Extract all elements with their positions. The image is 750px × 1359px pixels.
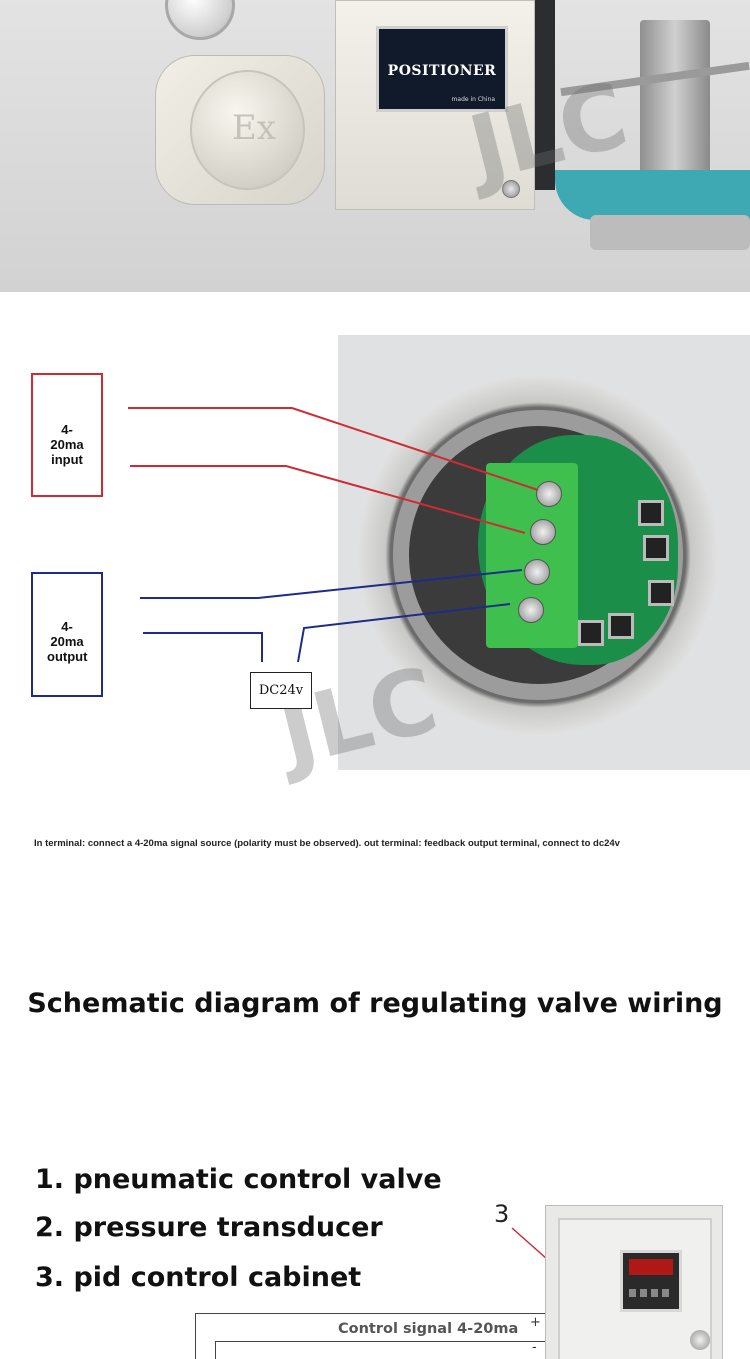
positioner-nameplate: POSITIONER made in China bbox=[376, 26, 508, 112]
board-button bbox=[608, 613, 634, 639]
nameplate-subtitle: made in China bbox=[451, 96, 495, 103]
mounting-bracket bbox=[535, 0, 555, 190]
terminal-screw-1 bbox=[536, 481, 562, 507]
board-button bbox=[578, 620, 604, 646]
input-signal-box: 4-20ma input bbox=[31, 373, 103, 497]
wiring-caption: In terminal: connect a 4-20ma signal sou… bbox=[34, 838, 620, 849]
output-wire-2 bbox=[143, 632, 263, 662]
list-item: 3. pid control cabinet bbox=[35, 1262, 362, 1293]
input-box-label: 4-20ma input bbox=[50, 422, 84, 467]
board-button bbox=[638, 500, 664, 526]
lock-icon bbox=[690, 1330, 710, 1350]
control-signal-label: Control signal 4-20ma bbox=[338, 1321, 519, 1337]
pid-controller bbox=[620, 1250, 682, 1312]
nameplate-title: POSITIONER bbox=[387, 63, 497, 79]
screw-icon bbox=[502, 180, 520, 198]
pressure-gauge bbox=[165, 0, 235, 40]
feedback-mechanism bbox=[640, 20, 710, 175]
valve-yoke bbox=[555, 170, 750, 220]
plus-sign: + bbox=[530, 1315, 541, 1330]
list-item: 1. pneumatic control valve bbox=[35, 1164, 442, 1195]
valve-flange bbox=[590, 215, 750, 250]
schematic-title: Schematic diagram of regulating valve wi… bbox=[27, 988, 723, 1019]
output-signal-box: 4-20ma output bbox=[31, 572, 103, 697]
controller-display bbox=[629, 1259, 673, 1275]
dc24v-power-box: DC24v bbox=[250, 672, 312, 709]
ex-mark: Ex bbox=[232, 108, 276, 148]
positioner-photo: Ex POSITIONER made in China JLC bbox=[0, 0, 750, 292]
board-button bbox=[643, 535, 669, 561]
terminal-screw-4 bbox=[518, 597, 544, 623]
cabinet-door bbox=[558, 1218, 712, 1359]
board-button bbox=[648, 580, 674, 606]
terminal-screw-2 bbox=[530, 519, 556, 545]
pid-control-cabinet bbox=[545, 1205, 723, 1359]
minus-sign: - bbox=[532, 1340, 537, 1355]
controller-buttons bbox=[629, 1289, 673, 1297]
list-item: 2. pressure transducer bbox=[35, 1212, 383, 1243]
callout-number: 3 bbox=[494, 1200, 510, 1228]
signal-wire-inner bbox=[215, 1341, 545, 1359]
signal-wire-outer bbox=[195, 1313, 545, 1359]
housing-cap bbox=[190, 70, 305, 190]
output-box-label: 4-20ma output bbox=[47, 619, 88, 664]
terminal-screw-3 bbox=[524, 559, 550, 585]
